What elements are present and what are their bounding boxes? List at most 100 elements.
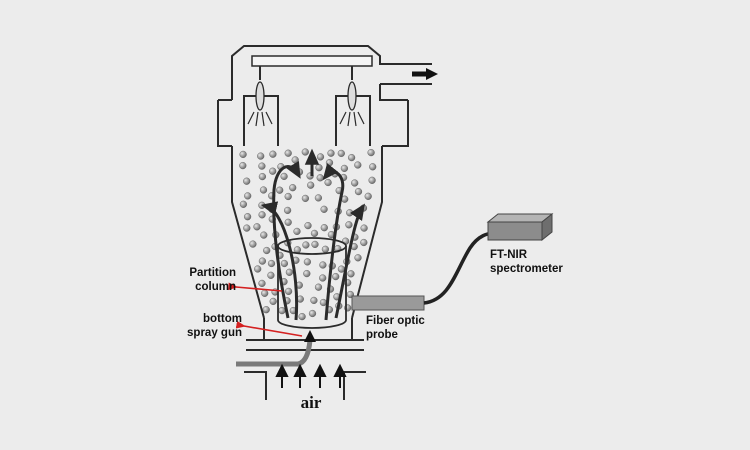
particle xyxy=(345,221,353,229)
ft-nir-spectrometer xyxy=(486,212,554,242)
probe-label-line2: probe xyxy=(366,329,398,341)
particle xyxy=(291,156,299,164)
particle xyxy=(354,188,363,196)
particle xyxy=(319,261,327,269)
spray-gun-line xyxy=(236,339,313,367)
particle xyxy=(354,161,362,169)
particle xyxy=(321,245,330,253)
particle xyxy=(243,224,251,232)
particle xyxy=(269,297,277,306)
filter-bag-left xyxy=(255,81,265,111)
particle xyxy=(293,227,301,236)
particle xyxy=(253,223,261,231)
spray-gun-label-line1: bottom xyxy=(203,313,242,325)
particle xyxy=(324,178,332,187)
particle xyxy=(269,167,277,175)
particle xyxy=(320,205,328,213)
spray-gun-pointer-arrow xyxy=(235,320,303,337)
right-shoulder xyxy=(379,84,408,101)
particle xyxy=(320,224,328,232)
particle xyxy=(285,287,293,296)
particle xyxy=(367,149,375,157)
particle xyxy=(258,211,266,219)
particle xyxy=(303,258,312,266)
left-ledge xyxy=(217,100,232,147)
particle xyxy=(316,174,324,182)
particle xyxy=(298,313,306,321)
particle xyxy=(360,224,368,232)
particle xyxy=(327,149,335,157)
particle xyxy=(269,150,277,158)
particle xyxy=(267,259,276,268)
vessel-left-wall xyxy=(231,146,265,319)
particle xyxy=(267,271,275,279)
particle xyxy=(303,270,311,278)
right-ledge xyxy=(382,100,409,147)
vessel-right-wall xyxy=(351,146,383,319)
manifold-bar xyxy=(251,55,373,67)
particle xyxy=(314,194,323,202)
spray-gun-nozzle xyxy=(304,330,316,342)
particle xyxy=(276,186,284,194)
particle xyxy=(340,164,349,173)
particle xyxy=(301,194,310,203)
particle xyxy=(315,164,323,172)
particle xyxy=(364,192,372,200)
particle xyxy=(369,163,377,171)
pulse-jet-left xyxy=(247,111,273,127)
particle xyxy=(368,176,376,184)
particle xyxy=(260,231,268,239)
particle xyxy=(258,257,267,265)
flow-arrow-down-left xyxy=(260,201,299,321)
particle xyxy=(284,206,292,215)
probe-label-line1: Fiber optic xyxy=(366,315,425,327)
fiber-optic-probe xyxy=(351,295,425,311)
air-arrow-1-head xyxy=(275,363,289,377)
air-arrow-4-head xyxy=(333,363,347,377)
particle xyxy=(259,186,268,194)
particle xyxy=(289,184,297,192)
flow-arrow-up-left xyxy=(272,161,301,319)
particle xyxy=(285,268,294,276)
air-inflow-arrows xyxy=(275,363,347,388)
particle xyxy=(310,229,319,238)
particles xyxy=(239,148,377,321)
particle xyxy=(301,148,309,156)
particle xyxy=(239,200,248,208)
filter-bag-right xyxy=(347,81,357,111)
partition-label-line2: column xyxy=(195,281,236,293)
spray-gun-label-line2: spray gun xyxy=(187,327,242,339)
particle xyxy=(307,181,315,189)
particle xyxy=(239,150,247,159)
particle xyxy=(310,296,318,305)
particle xyxy=(348,154,356,162)
air-arrow-3-head xyxy=(313,363,327,377)
particle xyxy=(284,218,292,226)
particle xyxy=(280,259,289,268)
particle xyxy=(278,307,286,315)
particle xyxy=(308,309,317,318)
partition-pointer-arrow xyxy=(228,282,283,292)
particle xyxy=(258,201,266,209)
exhaust-arrow-head xyxy=(426,68,438,80)
particle xyxy=(325,159,334,167)
particle xyxy=(316,153,325,161)
particle xyxy=(332,273,340,281)
particle xyxy=(311,240,319,249)
particle xyxy=(346,209,354,217)
vessel-outline xyxy=(217,45,432,400)
air-label: air xyxy=(301,393,322,412)
particle xyxy=(302,241,310,249)
particle xyxy=(304,222,312,230)
particle xyxy=(261,289,269,297)
particle xyxy=(280,172,288,181)
filter-manifold xyxy=(247,55,373,127)
particle xyxy=(284,192,292,201)
flow-arrows xyxy=(260,148,365,321)
spectrometer-label-line2: spectrometer xyxy=(490,263,563,275)
particle xyxy=(258,279,266,288)
particle xyxy=(354,254,362,262)
flow-arrow-up-right xyxy=(322,163,345,321)
